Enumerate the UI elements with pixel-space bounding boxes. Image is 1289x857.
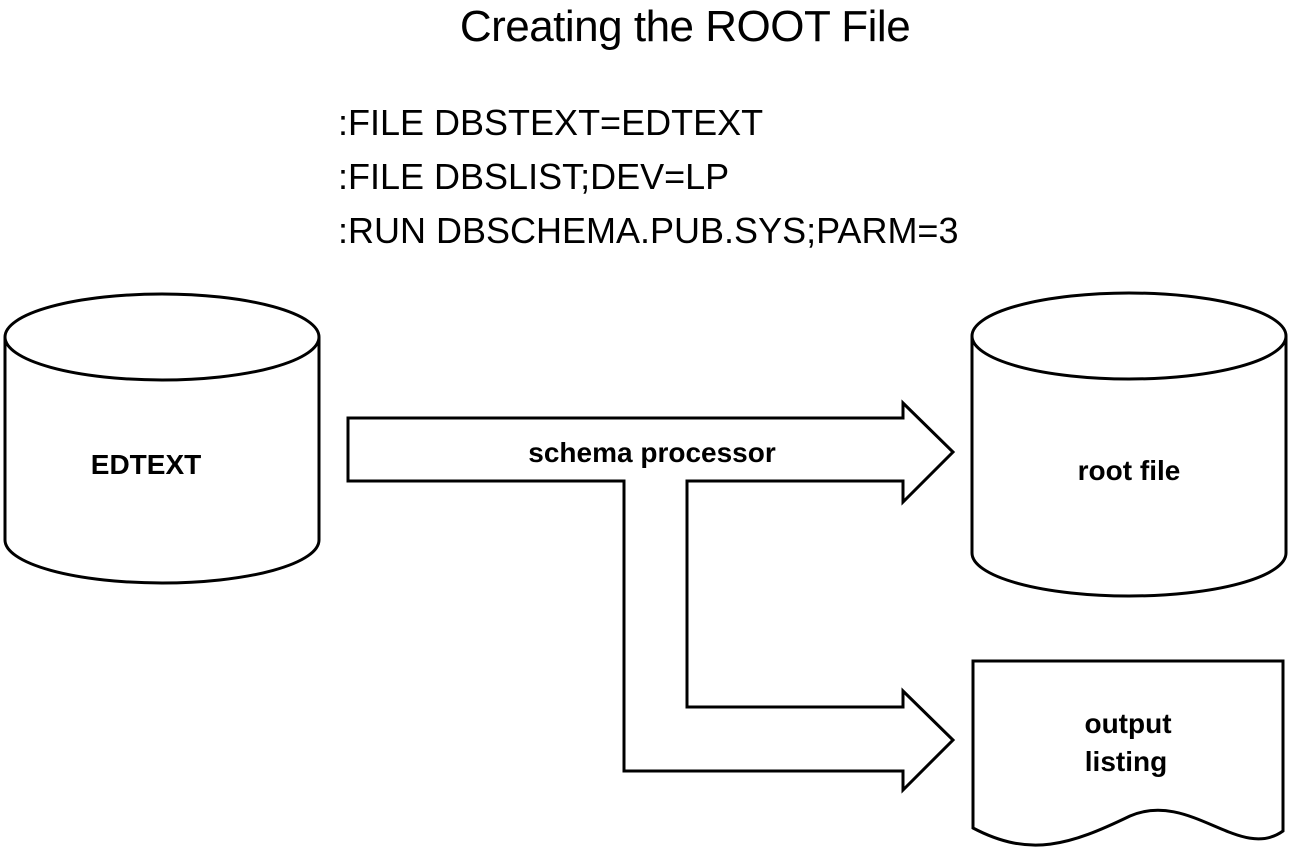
edtext-label: EDTEXT bbox=[91, 449, 201, 480]
output-listing-document bbox=[971, 659, 1285, 847]
command-list: :FILE DBSTEXT=EDTEXT :FILE DBSLIST;DEV=L… bbox=[338, 96, 958, 258]
root-file-cylinder bbox=[970, 291, 1288, 598]
root-file-label: root file bbox=[1078, 455, 1181, 486]
command-line-run-dbschema: :RUN DBSCHEMA.PUB.SYS;PARM=3 bbox=[338, 210, 959, 251]
output-listing-label-line1: output bbox=[1084, 708, 1171, 739]
command-line-file-dbstext: :FILE DBSTEXT=EDTEXT bbox=[338, 102, 764, 143]
diagram-title: Creating the ROOT File bbox=[459, 2, 911, 51]
edtext-database-cylinder bbox=[3, 292, 321, 585]
command-line-file-dbslist: :FILE DBSLIST;DEV=LP bbox=[338, 156, 730, 197]
schema-processor-arrow bbox=[346, 399, 956, 794]
output-listing-label-line2: listing bbox=[1085, 746, 1167, 777]
schema-processor-label: schema processor bbox=[528, 437, 776, 468]
